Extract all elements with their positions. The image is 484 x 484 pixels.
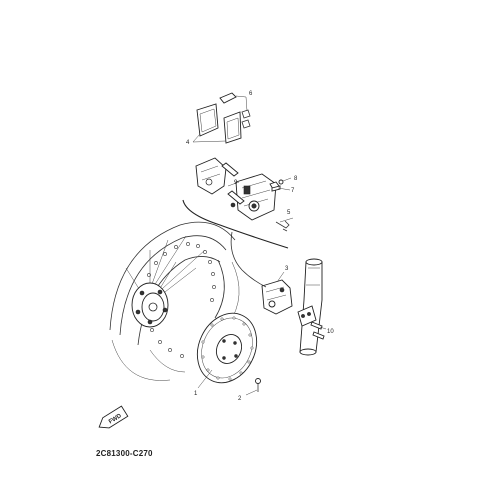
fwd-arrow-icon: FWD	[98, 405, 129, 429]
disc-bolt	[255, 378, 261, 392]
front-fork	[297, 258, 323, 356]
callout-2: 2	[238, 396, 242, 402]
callout-6: 6	[249, 91, 253, 97]
callout-5: 5	[287, 210, 291, 216]
brake-hose	[230, 231, 267, 288]
caliper-exploded	[195, 157, 290, 232]
brake-disc	[196, 312, 258, 384]
separator-line	[182, 199, 289, 249]
brake-pads	[196, 103, 242, 144]
callout-9: 9	[234, 180, 238, 186]
callout-8: 8	[294, 176, 298, 182]
pad-springs	[219, 92, 251, 129]
callout-10: 10	[327, 329, 334, 335]
fork-bolts	[310, 321, 325, 340]
wheel-hub	[125, 235, 206, 328]
callout-4: 4	[186, 140, 190, 146]
callout-1: 1	[194, 391, 198, 397]
callout-7: 7	[291, 188, 295, 194]
leader-lines	[192, 95, 327, 396]
diagram-code: 2C81300-C270	[96, 449, 153, 458]
callout-3: 3	[285, 266, 289, 272]
mounted-caliper	[261, 279, 293, 315]
